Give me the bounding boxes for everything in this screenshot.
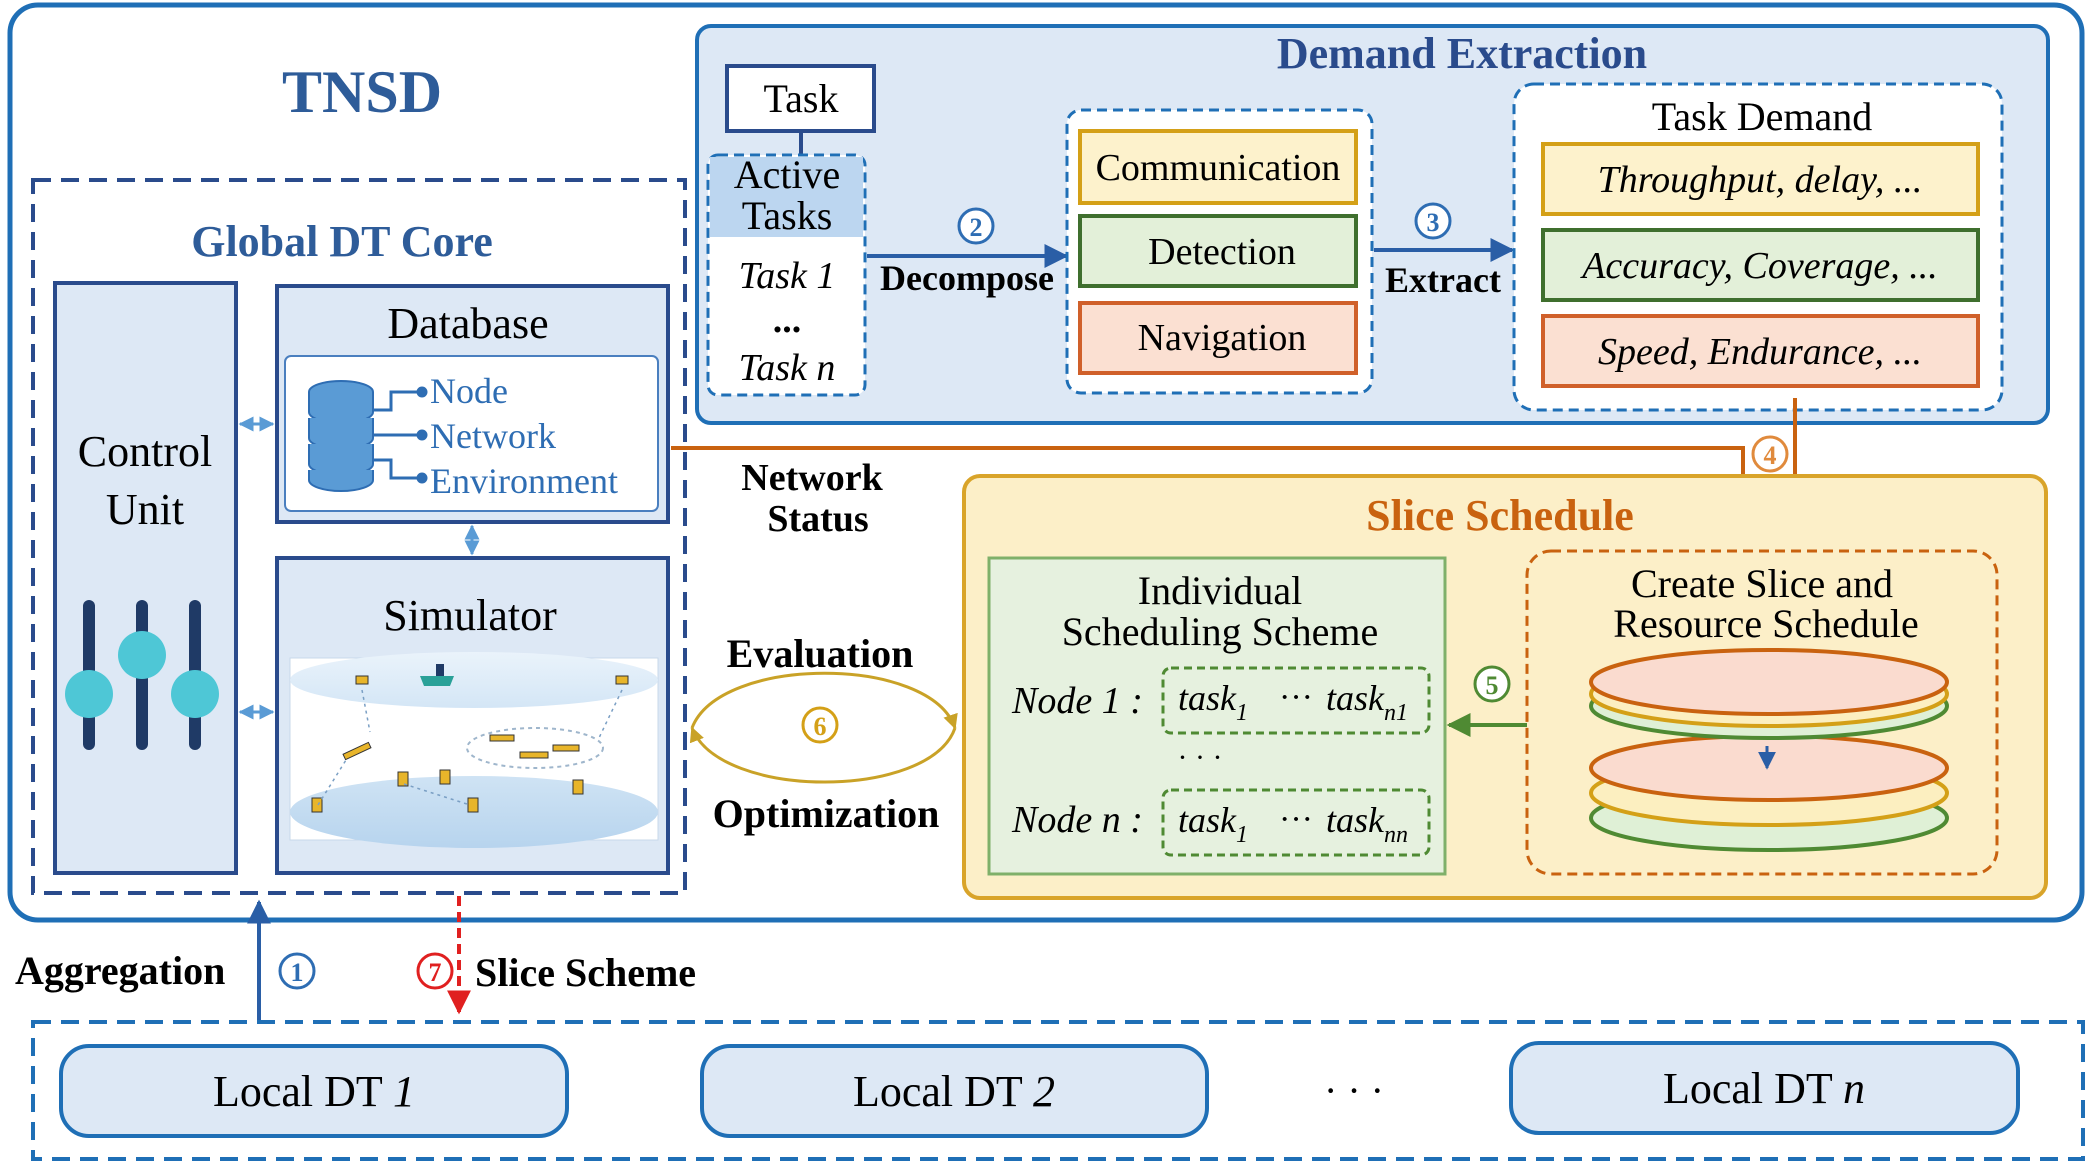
create-slice-title-1: Create Slice and	[1631, 561, 1893, 606]
network-status-label-2: Status	[767, 498, 868, 540]
aggregation-label: Aggregation	[15, 948, 225, 993]
noden-task-last: tasknn	[1326, 800, 1408, 848]
demand-communication-box[interactable]	[1541, 142, 1980, 216]
create-slice-title-2: Resource Schedule	[1613, 601, 1918, 646]
step5-badge	[1473, 665, 1511, 703]
database-connector-lines	[373, 386, 428, 484]
step3-badge	[1414, 202, 1452, 240]
slice-schedule-title: Slice Schedule	[1366, 491, 1634, 540]
task-label: Task	[764, 76, 839, 121]
node1-task-box[interactable]	[1161, 666, 1431, 735]
network-status-label-1: Network	[741, 457, 883, 499]
step2-number: 2	[970, 213, 983, 242]
local-dt-dots: · · ·	[1324, 1068, 1384, 1113]
communication-box[interactable]	[1078, 129, 1358, 205]
task-last[interactable]: Task n	[739, 347, 836, 389]
extract-label: Extract	[1385, 260, 1501, 300]
local-dt-n-label: Local DT n	[1663, 1064, 1865, 1113]
task-dots: ...	[773, 299, 802, 341]
noden-task-dots: ···	[1279, 801, 1313, 838]
node-vertical-dots: · · ·	[1178, 741, 1223, 774]
noden-task-first: task1	[1178, 800, 1248, 848]
step6-number: 6	[814, 712, 827, 741]
communication-label: Communication	[1096, 147, 1341, 189]
individual-scheme-title-2: Scheduling Scheme	[1062, 609, 1379, 654]
evaluation-loop-arrow	[690, 671, 958, 730]
tnsd-title: TNSD	[282, 59, 442, 125]
task-box[interactable]	[725, 64, 876, 133]
demand-detection-box[interactable]	[1541, 228, 1980, 302]
individual-scheme-title-1: Individual	[1138, 568, 1302, 613]
step4-number: 4	[1764, 441, 1777, 470]
database-item-node: Node	[430, 371, 508, 411]
step6-badge	[801, 706, 839, 744]
demand-extraction-title: Demand Extraction	[1277, 29, 1647, 78]
active-tasks-label-2: Tasks	[742, 193, 833, 238]
database-icon	[308, 380, 374, 492]
local-dt-1-label: Local DT 1	[213, 1067, 415, 1116]
active-tasks-header	[710, 157, 863, 237]
database-title: Database	[387, 299, 548, 348]
task-demand-title: Task Demand	[1652, 94, 1872, 139]
step3-number: 3	[1427, 208, 1440, 237]
step5-number: 5	[1486, 671, 1499, 700]
demand-navigation-box[interactable]	[1541, 314, 1980, 388]
global-dt-core-box	[31, 178, 687, 895]
database-item-environment: Environment	[430, 461, 618, 501]
local-dt-2[interactable]	[700, 1044, 1209, 1138]
step4-badge	[1751, 435, 1789, 473]
control-unit-label-2: Unit	[106, 485, 184, 534]
node1-label: Node 1 :	[1011, 680, 1143, 722]
active-tasks-label-1: Active	[734, 152, 841, 197]
database-item-network: Network	[430, 416, 556, 456]
decompose-label: Decompose	[880, 258, 1054, 298]
step1-badge	[278, 952, 316, 990]
local-dt-2-label: Local DT 2	[853, 1067, 1055, 1116]
step2-badge	[957, 207, 995, 245]
simulator-title: Simulator	[383, 591, 557, 640]
noden-task-box[interactable]	[1161, 788, 1431, 857]
demand-navigation-text: Speed, Endurance, ...	[1598, 331, 1922, 373]
step7-badge	[416, 952, 454, 990]
slice-scheme-label: Slice Scheme	[475, 950, 696, 995]
step1-number: 1	[291, 958, 304, 987]
local-dt-n[interactable]	[1509, 1041, 2020, 1135]
database-inner-panel	[284, 355, 659, 512]
global-dt-core-title: Global DT Core	[191, 217, 493, 266]
local-dt-1[interactable]	[59, 1044, 569, 1138]
demand-communication-text: Throughput, delay, ...	[1598, 159, 1923, 201]
demand-detection-text: Accuracy, Coverage, ...	[1579, 245, 1938, 287]
detection-label: Detection	[1148, 231, 1296, 273]
task-first[interactable]: Task 1	[739, 255, 836, 297]
optimization-label: Optimization	[713, 791, 940, 836]
node1-task-dots: ···	[1279, 679, 1313, 716]
control-unit-box[interactable]	[53, 281, 238, 875]
slice-stack-icon	[1589, 648, 1949, 852]
navigation-box[interactable]	[1078, 301, 1358, 375]
noden-label: Node n :	[1011, 799, 1143, 841]
optimization-loop-arrow	[689, 726, 957, 784]
navigation-label: Navigation	[1138, 317, 1307, 359]
detection-box[interactable]	[1078, 214, 1358, 288]
evaluation-label: Evaluation	[727, 631, 914, 676]
node1-task-first: task1	[1178, 678, 1248, 726]
ocean-simulation-image	[289, 652, 659, 848]
step7-number: 7	[429, 958, 442, 987]
slider-controls-icon	[65, 600, 219, 750]
node1-task-last: taskn1	[1326, 678, 1408, 726]
control-unit-label-1: Control	[78, 427, 212, 476]
